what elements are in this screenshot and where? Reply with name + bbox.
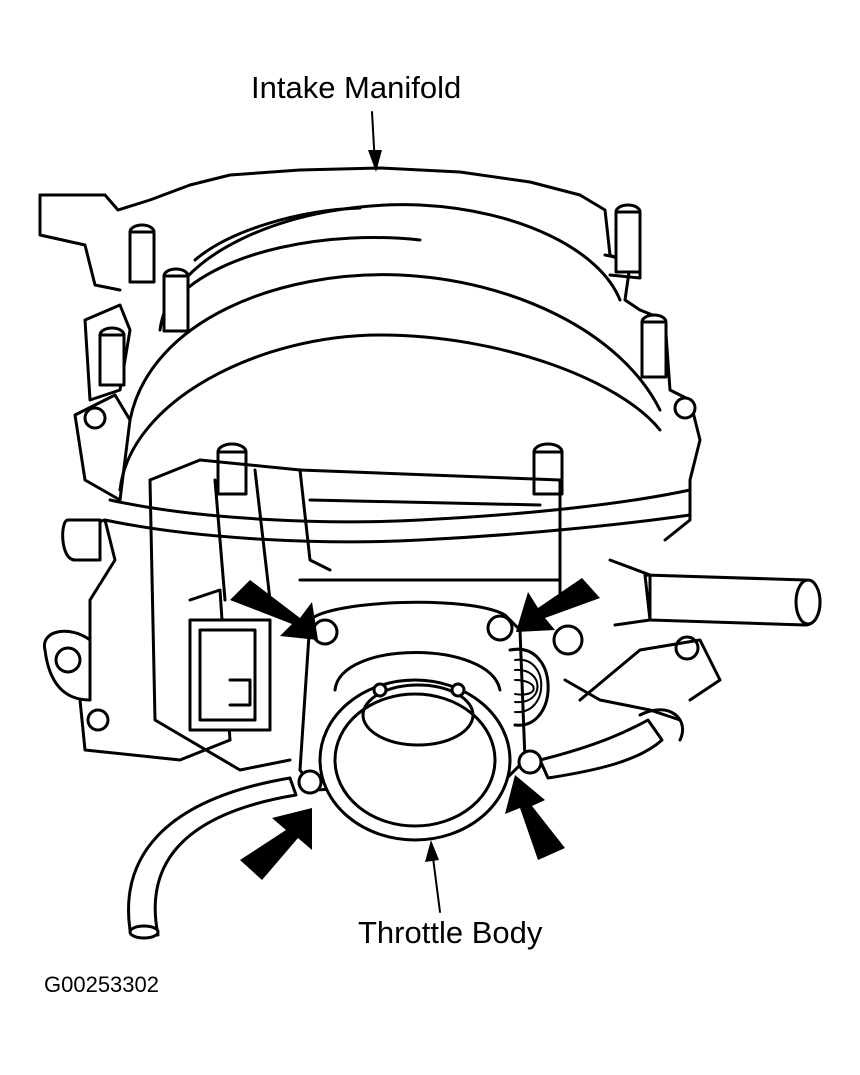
callout-arrow-upper-left	[230, 580, 318, 640]
bolt	[128, 223, 156, 284]
intake-manifold-label: Intake Manifold	[251, 70, 462, 105]
bolt	[640, 313, 668, 379]
throttle-body	[297, 600, 584, 842]
bolt	[162, 267, 190, 333]
callout-arrow-upper-right	[516, 578, 600, 632]
manifold-bolts	[83, 203, 700, 732]
callout-arrow-lower-left	[240, 808, 312, 880]
coolant-pipe	[538, 558, 822, 780]
leader-intake-manifold	[368, 111, 382, 172]
bolt	[532, 442, 564, 496]
leader-arrows	[368, 111, 441, 913]
bolt	[614, 203, 642, 274]
vacuum-hose	[127, 776, 298, 940]
lower-intake	[43, 458, 562, 772]
bolt	[98, 326, 126, 387]
bolt	[216, 442, 248, 496]
figure-code: G00253302	[44, 972, 159, 997]
callout-arrow-lower-right	[505, 775, 565, 860]
throttle-body-label: Throttle Body	[358, 915, 543, 950]
callout-arrows	[230, 578, 600, 880]
leader-throttle-body	[425, 840, 441, 913]
